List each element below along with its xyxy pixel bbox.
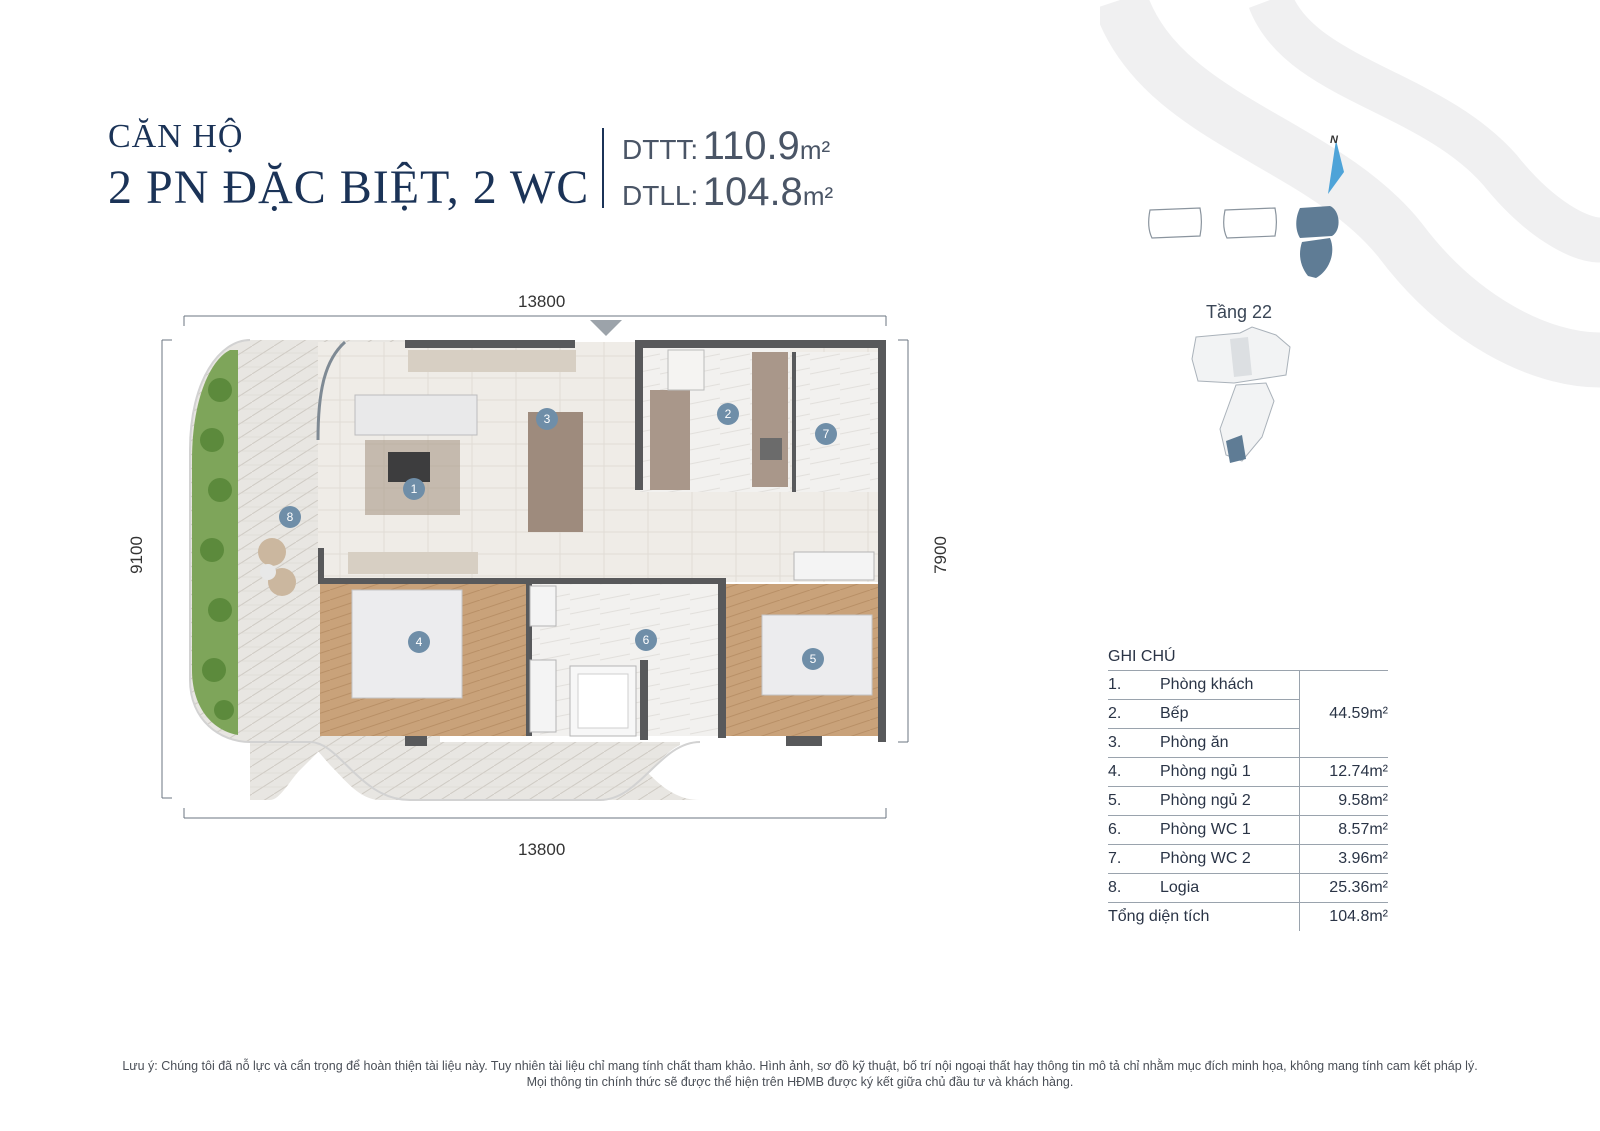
legend-num: 3. xyxy=(1108,728,1160,758)
legend-num: 5. xyxy=(1108,786,1160,816)
legend-total-value: 104.8m² xyxy=(1299,902,1388,931)
room-marker-7: 7 xyxy=(815,423,837,445)
legend-total-label: Tổng diện tích xyxy=(1108,908,1210,925)
disclaimer-line-1: Lưu ý: Chúng tôi đã nỗ lực và cẩn trọng … xyxy=(122,1059,1478,1073)
room-marker-2: 2 xyxy=(717,403,739,425)
legend-num: 8. xyxy=(1108,873,1160,903)
room-marker-4: 4 xyxy=(408,631,430,653)
legend-room: Phòng khách xyxy=(1160,670,1300,700)
legend-room: Phòng WC 1 xyxy=(1160,815,1300,845)
disclaimer-note: Lưu ý: Chúng tôi đã nỗ lực và cẩn trọng … xyxy=(40,1058,1560,1090)
legend-row: 3. Phòng ăn xyxy=(1108,728,1388,758)
legend-room: Phòng WC 2 xyxy=(1160,844,1300,874)
background-wave-decoration xyxy=(1100,0,1600,388)
dtll-label: DTLL: xyxy=(622,180,699,211)
dttt-unit: m² xyxy=(799,135,831,165)
legend-area: 3.96m² xyxy=(1299,844,1388,874)
dttt-value: 110.9 xyxy=(702,124,800,168)
legend-area: 9.58m² xyxy=(1299,786,1388,816)
dttt-area: DTTT: 110.9m² xyxy=(622,124,830,169)
key-plan-floor xyxy=(1191,326,1291,463)
legend-total-row: Tổng diện tích 104.8m² xyxy=(1108,902,1388,931)
legend-room: Logia xyxy=(1160,873,1300,903)
dimension-top: 13800 xyxy=(518,292,566,311)
dttt-label: DTTT: xyxy=(622,134,699,165)
legend-area: 44.59m² xyxy=(1299,670,1388,758)
legend-title: GHI CHÚ xyxy=(1108,648,1176,665)
legend-area: 8.57m² xyxy=(1299,815,1388,845)
north-label: N xyxy=(1330,134,1338,146)
title-line-1: CĂN HỘ xyxy=(108,118,244,155)
title-line-2: 2 PN ĐẶC BIỆT, 2 WC xyxy=(108,161,590,214)
dtll-area: DTLL: 104.8m² xyxy=(622,170,833,215)
dimension-bottom: 13800 xyxy=(518,840,566,859)
legend-area: 12.74m² xyxy=(1299,757,1388,787)
legend-row: 2. Bếp xyxy=(1108,699,1388,729)
legend-row: 5. Phòng ngủ 2 9.58m² xyxy=(1108,786,1388,816)
room-marker-8: 8 xyxy=(279,506,301,528)
legend-row: 8. Logia 25.36m² xyxy=(1108,873,1388,903)
legend-area: 25.36m² xyxy=(1299,873,1388,903)
key-plan-site xyxy=(1148,140,1344,278)
legend-table: 1. Phòng khách 44.59m² 2. Bếp 3. Phòng ă… xyxy=(1108,670,1388,931)
floor-plan xyxy=(161,315,909,819)
legend-room: Phòng ăn xyxy=(1160,728,1300,758)
dimension-left: 9100 xyxy=(126,536,146,574)
dimension-right: 7900 xyxy=(930,536,950,574)
disclaimer-line-2: Mọi thông tin chính thức sẽ được thể hiệ… xyxy=(526,1075,1074,1089)
legend-num: 6. xyxy=(1108,815,1160,845)
legend-row: 6. Phòng WC 1 8.57m² xyxy=(1108,815,1388,845)
legend-num: 7. xyxy=(1108,844,1160,874)
title-divider xyxy=(602,128,604,208)
legend-num: 4. xyxy=(1108,757,1160,787)
legend-room: Bếp xyxy=(1160,699,1300,729)
room-marker-6: 6 xyxy=(635,629,657,651)
dtll-value: 104.8 xyxy=(702,170,803,214)
legend-num: 1. xyxy=(1108,670,1160,700)
room-marker-5: 5 xyxy=(802,648,824,670)
legend-num: 2. xyxy=(1108,699,1160,729)
legend-row: 4. Phòng ngủ 1 12.74m² xyxy=(1108,757,1388,787)
dtll-unit: m² xyxy=(802,181,834,211)
legend-row: 7. Phòng WC 2 3.96m² xyxy=(1108,844,1388,874)
dimension-lines xyxy=(161,315,909,819)
room-marker-3: 3 xyxy=(536,408,558,430)
legend: GHI CHÚ 1. Phòng khách 44.59m² 2. Bếp 3.… xyxy=(1108,648,1388,931)
room-marker-1: 1 xyxy=(403,478,425,500)
legend-room: Phòng ngủ 2 xyxy=(1160,786,1300,816)
legend-room: Phòng ngủ 1 xyxy=(1160,757,1300,787)
legend-row: 1. Phòng khách 44.59m² xyxy=(1108,670,1388,758)
floor-label: Tầng 22 xyxy=(1206,302,1273,322)
